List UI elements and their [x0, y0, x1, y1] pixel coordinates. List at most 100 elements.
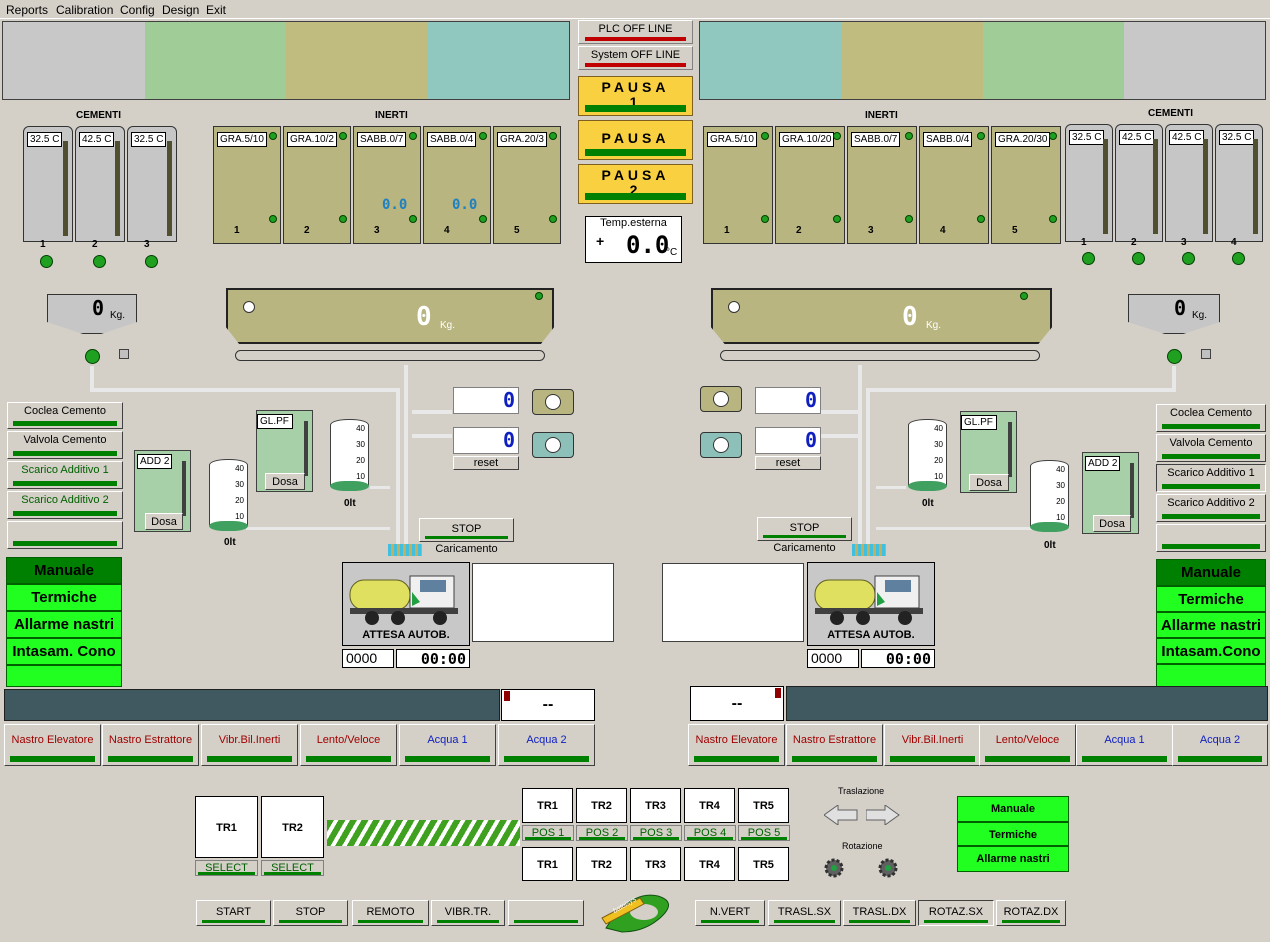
left-stop-caricamento-button[interactable]: STOP Caricamento — [419, 518, 514, 555]
left-acqua-2-button[interactable]: Acqua 2 — [498, 724, 595, 766]
track-tr2-box[interactable]: TR2 — [261, 796, 324, 858]
pos-4-button[interactable]: POS 4 — [684, 825, 736, 841]
left-reset-button[interactable]: reset — [453, 456, 519, 470]
right-vibr-bil-inerti-button[interactable]: Vibr.Bil.Inerti — [884, 724, 981, 766]
left-lento-veloce-button[interactable]: Lento/Veloce — [300, 724, 397, 766]
right-scarico-additivo-1-button[interactable]: Scarico Additivo 1 — [1156, 464, 1266, 492]
right-valve-icon-2[interactable] — [700, 432, 742, 458]
right-valve-icon[interactable] — [700, 386, 742, 412]
track-bottom-tr5[interactable]: TR5 — [738, 847, 789, 881]
plc-status[interactable]: PLC OFF LINE — [578, 20, 693, 44]
dosa-button[interactable]: Dosa — [969, 474, 1009, 491]
dosa-button[interactable]: Dosa — [265, 473, 305, 490]
pos-2-button[interactable]: POS 2 — [576, 825, 628, 841]
trasl-dx-button[interactable]: TRASL.DX — [843, 900, 916, 926]
track-tr1-box[interactable]: TR1 — [195, 796, 258, 858]
arrow-left-icon[interactable] — [824, 805, 858, 825]
track-top-tr4[interactable]: TR4 — [684, 788, 735, 823]
silo-valve-icon[interactable] — [1232, 252, 1245, 265]
tr2-select-button[interactable]: SELECT — [261, 860, 324, 876]
left-empty-button[interactable] — [7, 521, 123, 549]
remoto-button[interactable]: REMOTO — [352, 900, 429, 926]
track-top-tr2[interactable]: TR2 — [576, 788, 627, 823]
track-bottom-tr4[interactable]: TR4 — [684, 847, 735, 881]
n-vert-button[interactable]: N.VERT — [695, 900, 765, 926]
right-empty-button[interactable] — [1156, 524, 1266, 552]
left-scarico-additivo-1-button[interactable]: Scarico Additivo 1 — [7, 461, 123, 489]
silo-valve-icon[interactable] — [93, 255, 106, 268]
right-truck-panel[interactable]: ATTESA AUTOB. — [807, 562, 935, 646]
start-button[interactable]: START — [196, 900, 271, 926]
pos-1-button[interactable]: POS 1 — [522, 825, 574, 841]
tr1-select-button[interactable]: SELECT — [195, 860, 258, 876]
left-nastro-elevatore-button[interactable]: Nastro Elevatore — [4, 724, 101, 766]
pos-3-button[interactable]: POS 3 — [630, 825, 682, 841]
scale-valve-icon[interactable] — [1167, 349, 1182, 364]
left-valve-icon[interactable] — [532, 389, 574, 415]
silo-valve-icon[interactable] — [1182, 252, 1195, 265]
right-nastro-estrattore-button[interactable]: Nastro Estrattore — [786, 724, 883, 766]
menu-reports[interactable]: Reports — [6, 3, 49, 17]
system-status[interactable]: System OFF LINE — [578, 46, 693, 70]
track-top-tr3[interactable]: TR3 — [630, 788, 681, 823]
track-bottom-tr2[interactable]: TR2 — [576, 847, 627, 881]
silo-valve-icon[interactable] — [40, 255, 53, 268]
arrow-right-icon[interactable] — [866, 805, 900, 825]
left-truck-panel[interactable]: ATTESA AUTOB. — [342, 562, 470, 646]
left-valve-icon-2[interactable] — [532, 432, 574, 458]
pausa-button[interactable]: PAUSA — [578, 120, 693, 160]
track-top-tr5[interactable]: TR5 — [738, 788, 789, 823]
right-acqua-2-button[interactable]: Acqua 2 — [1172, 724, 1268, 766]
right-nastro-elevatore-button[interactable]: Nastro Elevatore — [688, 724, 785, 766]
menu-design[interactable]: Design — [162, 3, 200, 17]
rotate-left-gear-icon[interactable] — [824, 858, 844, 878]
menu-config[interactable]: Config — [120, 3, 155, 17]
pos-5-button[interactable]: POS 5 — [738, 825, 790, 841]
right-coclea-cemento-button[interactable]: Coclea Cemento — [1156, 404, 1266, 432]
right-acqua-1-button[interactable]: Acqua 1 — [1076, 724, 1173, 766]
rotate-right-gear-icon[interactable] — [878, 858, 898, 878]
dosa-button[interactable]: Dosa — [1093, 515, 1131, 532]
right-stop-caricamento-button[interactable]: STOP Caricamento — [757, 517, 852, 554]
right-reset-button[interactable]: reset — [755, 456, 821, 470]
silo-valve-icon[interactable] — [1132, 252, 1145, 265]
left-coclea-cemento-button[interactable]: Coclea Cemento — [7, 402, 123, 429]
empty-command-button[interactable] — [508, 900, 584, 926]
left-acqua-1-button[interactable]: Acqua 1 — [399, 724, 496, 766]
dosa-button[interactable]: Dosa — [145, 513, 183, 530]
right-scarico-additivo-2-button[interactable]: Scarico Additivo 2 — [1156, 494, 1266, 522]
stop-button[interactable]: STOP — [273, 900, 348, 926]
menu-exit[interactable]: Exit — [206, 3, 227, 17]
rotaz-sx-button[interactable]: ROTAZ.SX — [918, 900, 994, 926]
left-nastro-estrattore-button[interactable]: Nastro Estrattore — [102, 724, 199, 766]
right-lento-veloce-button[interactable]: Lento/Veloce — [979, 724, 1076, 766]
scale-valve-icon[interactable] — [85, 349, 100, 364]
right-valvola-cemento-button[interactable]: Valvola Cemento — [1156, 434, 1266, 462]
vibr-tr-button[interactable]: VIBR.TR. — [431, 900, 505, 926]
trasl-sx-button[interactable]: TRASL.SX — [768, 900, 841, 926]
menu-calibration[interactable]: Calibration — [56, 3, 114, 17]
silo-valve-icon[interactable] — [145, 255, 158, 268]
track-bottom-tr1[interactable]: TR1 — [522, 847, 573, 881]
